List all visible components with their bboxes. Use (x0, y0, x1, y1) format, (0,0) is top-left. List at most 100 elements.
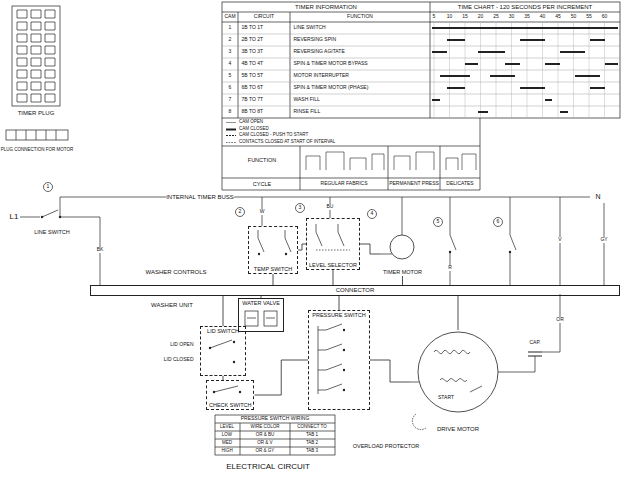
legend-line (226, 135, 236, 136)
part-label: WASHER UNIT (151, 302, 194, 309)
motor-circle: TIMER MOTOR (380, 232, 425, 276)
legend-line (226, 142, 236, 143)
component-label: LEVEL SELECTOR (309, 262, 357, 268)
valve-coil-winding (247, 318, 275, 319)
table-cell: TAB 3 (305, 448, 318, 453)
table-cell: 5B TO 5T (241, 73, 264, 79)
table-cell: 25 (493, 14, 500, 20)
component-label: TEMP SWITCH (254, 266, 292, 272)
table-cell: 60 (601, 14, 608, 20)
time-chart-grid (434, 22, 605, 118)
valve-coil (264, 311, 277, 326)
table-cell: 40 (539, 14, 546, 20)
table-cell: WASH FILL (293, 97, 320, 103)
contact-dot (343, 329, 345, 331)
wire-color: V (558, 237, 562, 243)
table-cell: 10 (446, 14, 453, 20)
capacitor-symbol (528, 352, 542, 356)
component-box: LEVEL SELECTOR (306, 218, 360, 270)
legend-item: CONTACTS CLOSED AT START OF INTERVAL (226, 139, 335, 146)
table-cell: 7B TO 7T (241, 97, 264, 103)
table-cell: MED (222, 440, 233, 445)
function-steps (306, 152, 476, 170)
table-cell: LEVEL (219, 424, 234, 429)
callout-circle (494, 218, 503, 227)
wire (333, 270, 334, 285)
table-cell: 8B TO 8T (241, 109, 264, 115)
table-cell: CIRCUIT (253, 14, 274, 20)
part-label: INTERNAL TIMER BUSS (166, 194, 235, 201)
table-cell: 5 (228, 73, 232, 79)
circuit-wires (20, 197, 604, 382)
table-cell: 20 (477, 14, 484, 20)
cam-closed-bars (432, 28, 618, 112)
wire-color: OR (556, 317, 565, 323)
legend-item: CAM CLOSED - PUSH TO START (226, 133, 335, 140)
wire-color: BU (326, 204, 334, 210)
component-label: CONNECTOR (336, 287, 375, 294)
contact-dot (285, 253, 287, 255)
contact-dot (343, 389, 345, 391)
legend-text: CAM CLOSED - PUSH TO START (239, 133, 308, 138)
table-cell: TIME CHART - 120 SECONDS PER INCREMENT (457, 4, 592, 11)
part-label: L1 (9, 212, 19, 221)
contact-dot (233, 341, 235, 343)
legend-line (226, 122, 236, 123)
table-cell: LINE SWITCH (293, 25, 326, 31)
callout-circle (434, 218, 443, 227)
table-cell: 1B TO 1T (241, 25, 264, 31)
table-cell: CAM (224, 14, 236, 20)
legend-line (226, 128, 236, 130)
component-box: CONNECTOR (90, 285, 620, 296)
timer-plug-outline (12, 6, 60, 106)
component-label: TIMER MOTOR (383, 269, 422, 275)
table-cell: 35 (524, 14, 531, 20)
motor-plug-strip (6, 130, 68, 140)
callout-circle (368, 210, 377, 219)
callout-number: 4 (370, 211, 374, 217)
callout-number: 2 (238, 209, 242, 215)
wire (273, 274, 274, 285)
callout-circle (236, 208, 245, 217)
table-cell: PERMANENT PRESS (389, 181, 440, 187)
legend-sample (226, 127, 236, 132)
table-cell: 50 (570, 14, 577, 20)
part-label: TIMER PLUG (17, 110, 55, 117)
legend-item: CAM OPEN (226, 120, 335, 127)
table-cell: FUNCTION (247, 157, 276, 163)
part-label: N (595, 193, 601, 201)
legend-sample (226, 133, 236, 138)
part-label: LINE SWITCH (34, 229, 70, 235)
table-cell: DELICATES (446, 181, 474, 187)
overload-protector (412, 414, 426, 430)
contact-dot (343, 349, 345, 351)
timer-table-row-lines (222, 34, 620, 106)
table-cell: 45 (555, 14, 562, 20)
table-cell: 6 (228, 85, 232, 91)
table-cell: 6B TO 6T (241, 85, 264, 91)
wire (298, 244, 306, 250)
table-cell: 7 (228, 97, 232, 103)
table-cell: 8 (228, 109, 232, 115)
part-label: PLUG CONNECTION FOR MOTOR (0, 147, 73, 152)
callout-number: 5 (436, 219, 440, 225)
table-cell: 15 (462, 14, 469, 20)
table-cell: OR & BU (255, 432, 275, 437)
wire (339, 296, 340, 310)
contact-dot (509, 251, 511, 253)
table-cell: 55 (586, 14, 593, 20)
legend-item: CAM CLOSED (226, 126, 335, 133)
part-label: CAP. (529, 340, 541, 346)
motor-plug-dividers (16, 130, 56, 140)
diagram-caption: ELECTRICAL CIRCUIT (226, 462, 311, 471)
table-cell: HIGH (221, 448, 233, 453)
component-label: PRESSURE SWITCH (312, 312, 365, 318)
wire (360, 244, 380, 254)
part-label: START (438, 395, 455, 401)
wire-color: BK (96, 247, 104, 253)
legend-sample (226, 140, 236, 145)
part-label: LID CLOSED (163, 357, 194, 363)
timer-table-outline (222, 2, 620, 118)
table-cell: 4 (228, 61, 232, 67)
